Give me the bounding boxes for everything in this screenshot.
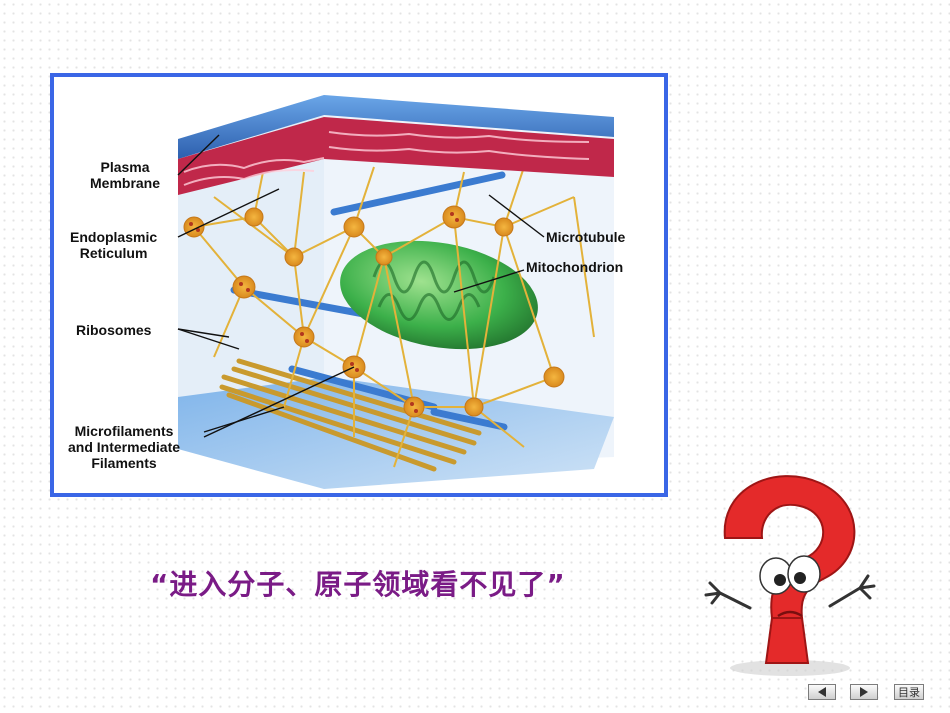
caption-text: “进入分子、原子领域看不见了” bbox=[150, 568, 566, 601]
cell-diagram-figure: Plasma Membrane Endoplasmic Reticulum Ri… bbox=[50, 73, 668, 497]
label-plasma-membrane: Plasma Membrane bbox=[90, 159, 161, 191]
filament-network bbox=[193, 166, 595, 468]
cytoskeleton-illustration bbox=[177, 95, 614, 489]
label-microfilaments: Microfilaments and Intermediate Filament… bbox=[68, 423, 181, 471]
endoplasmic-reticulum bbox=[178, 117, 614, 195]
ribosomes bbox=[183, 205, 565, 418]
prev-slide-button[interactable] bbox=[808, 684, 836, 700]
question-mark-mascot-icon bbox=[704, 475, 876, 676]
next-arrow-icon bbox=[860, 687, 868, 697]
label-microtubule: Microtubule bbox=[546, 229, 626, 245]
label-mitochondrion: Mitochondrion bbox=[526, 259, 624, 275]
leader-lines bbox=[177, 134, 545, 438]
label-ribosomes: Ribosomes bbox=[76, 322, 152, 338]
label-endoplasmic-reticulum: Endoplasmic Reticulum bbox=[70, 229, 158, 261]
plasma-membrane bbox=[178, 95, 614, 159]
menu-button[interactable]: 目录 bbox=[894, 684, 924, 700]
prev-arrow-icon bbox=[818, 687, 826, 697]
next-slide-button[interactable] bbox=[850, 684, 878, 700]
